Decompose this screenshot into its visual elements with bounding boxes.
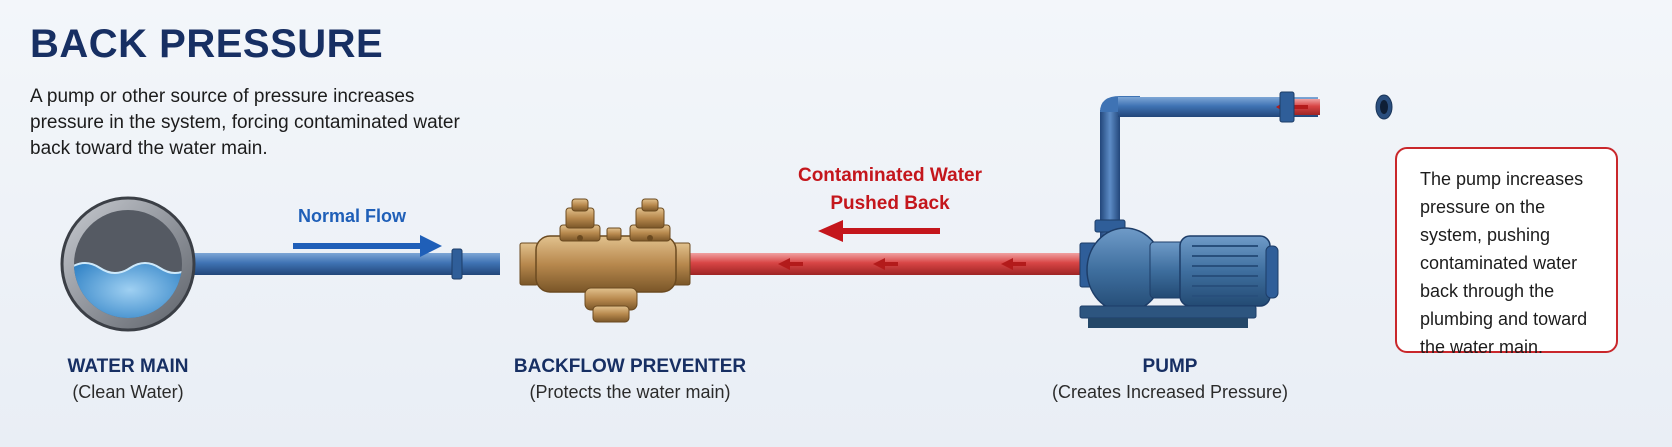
back-flow-label-line1: Contaminated Water [797, 165, 983, 186]
callout-box: The pump increases pressure on the syste… [1395, 147, 1618, 357]
clean-pipe [180, 253, 500, 275]
pump-title: PUMP [1142, 356, 1198, 377]
back-flow-arrows [778, 258, 1026, 270]
pump-label: PUMP (Creates Increased Pressure) [1040, 356, 1300, 403]
back-flow-label: Contaminated Water Pushed Back [780, 162, 1000, 218]
water-main-title: WATER MAIN [67, 356, 189, 377]
water-main-subtitle: (Clean Water) [72, 382, 184, 402]
water-main-label: WATER MAIN (Clean Water) [38, 356, 218, 403]
back-flow-label-line2: Pushed Back [830, 193, 950, 214]
backflow-preventer-icon [519, 198, 691, 323]
pump-subtitle: (Creates Increased Pressure) [1051, 382, 1289, 402]
preventer-title: BACKFLOW PREVENTER [513, 356, 747, 377]
water-main-icon [60, 196, 196, 332]
normal-flow-label: Normal Flow [298, 206, 407, 226]
pipe-joint [451, 248, 463, 280]
intro-text: A pump or other source of pressure incre… [30, 86, 460, 159]
normal-flow-arrow [293, 235, 442, 257]
pump-icon [1079, 91, 1393, 328]
page-title: BACK PRESSURE [30, 22, 384, 66]
back-flow-arrow [818, 220, 940, 242]
preventer-subtitle: (Protects the water main) [529, 382, 731, 402]
preventer-label: BACKFLOW PREVENTER (Protects the water m… [490, 356, 770, 403]
